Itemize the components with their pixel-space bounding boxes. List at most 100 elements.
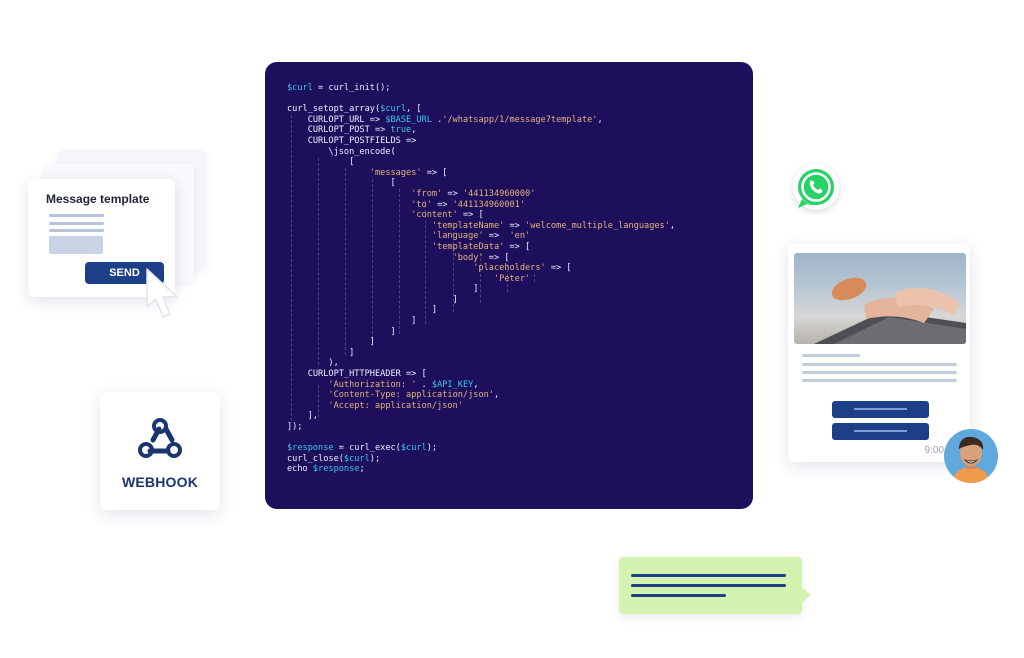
code-token: => [	[457, 210, 484, 221]
code-token: =>	[442, 188, 463, 199]
code-token: CURLOPT_HTTPHEADER => [	[287, 369, 427, 380]
code-token	[287, 253, 453, 263]
code-token: echo	[287, 464, 313, 475]
avatar-illustration	[952, 436, 990, 483]
code-line: 'content' => [	[287, 210, 675, 221]
code-line: CURLOPT_POSTFIELDS =>	[287, 136, 675, 147]
code-token: 'from'	[411, 188, 443, 199]
code-line: ]	[287, 348, 675, 359]
indent-guide	[345, 168, 346, 355]
user-avatar	[944, 429, 998, 483]
code-line: curl_close($curl);	[287, 454, 675, 465]
code-token: ,	[493, 390, 500, 401]
green-message-bubble	[619, 557, 811, 614]
code-token	[287, 189, 411, 199]
code-token: ]	[287, 337, 375, 348]
chat-text-line	[802, 363, 957, 366]
code-token: '441134960001'	[452, 199, 526, 210]
indent-guide	[372, 179, 373, 344]
code-token: ],	[287, 411, 319, 422]
chat-text-line	[802, 379, 957, 382]
bubble-text-line	[631, 574, 786, 577]
code-token: [	[287, 157, 355, 168]
code-token: ]	[287, 284, 479, 295]
webhook-label: WEBHOOK	[121, 474, 199, 490]
code-token	[287, 168, 370, 178]
code-line: 'Authorization: ' . $API_KEY,	[287, 380, 675, 391]
code-line: ],	[287, 411, 675, 422]
code-token: $API_KEY	[431, 379, 474, 390]
code-token: 'Peter'	[493, 273, 531, 284]
webhook-card: WEBHOOK	[100, 392, 220, 510]
code-token: 'placeholders'	[473, 263, 546, 274]
whatsapp-icon	[793, 164, 839, 210]
code-token: );	[426, 443, 438, 454]
send-button[interactable]: SEND	[85, 262, 164, 284]
code-token: ]	[287, 347, 355, 358]
code-token: = curl_init();	[312, 83, 391, 93]
template-line	[49, 229, 104, 232]
code-line: CURLOPT_POST => true,	[287, 125, 675, 136]
code-token: $curl	[400, 443, 427, 454]
chat-action-button[interactable]	[832, 423, 929, 440]
code-token	[287, 263, 473, 273]
code-token: => [	[483, 252, 510, 263]
code-line: 'Content-Type: application/json',	[287, 390, 675, 401]
code-token: = curl_exec(	[333, 443, 401, 454]
code-token: 'body'	[452, 252, 484, 263]
code-line: \json_encode(	[287, 147, 675, 158]
bubble-text-line	[631, 584, 786, 587]
code-token: ;	[359, 464, 365, 475]
chat-text-line	[802, 371, 957, 374]
code-token: $curl	[287, 83, 313, 93]
indent-guide	[399, 189, 400, 334]
code-token: 'language'	[431, 231, 484, 242]
code-token: $curl	[343, 453, 370, 464]
code-token: CURLOPT_URL =>	[287, 114, 386, 125]
code-token: );	[369, 453, 381, 464]
code-line: ),	[287, 358, 675, 369]
code-token: .	[416, 379, 432, 390]
code-line: CURLOPT_HTTPHEADER => [	[287, 369, 675, 380]
code-line: $curl = curl_init();	[287, 83, 675, 94]
indent-guide	[318, 158, 319, 365]
code-token	[287, 210, 411, 220]
code-token: 'templateData'	[431, 241, 505, 252]
code-token	[287, 200, 411, 210]
code-token: true	[390, 125, 412, 136]
code-block: $curl = curl_init();curl_setopt_array($c…	[287, 83, 675, 475]
cursor-arrow-icon	[146, 268, 178, 318]
code-token: 'Accept: application/json'	[328, 400, 463, 411]
code-line: 'body' => [	[287, 253, 675, 264]
template-title: Message template	[46, 192, 150, 206]
laptop-photo	[794, 253, 966, 344]
code-line: $response = curl_exec($curl);	[287, 443, 675, 454]
code-token: 'to'	[411, 199, 432, 210]
code-line: ]	[287, 295, 675, 306]
code-token	[287, 401, 328, 411]
code-token: ),	[287, 358, 339, 369]
code-token	[287, 221, 432, 231]
code-line: echo $response;	[287, 464, 675, 475]
code-token: CURLOPT_POSTFIELDS =>	[287, 135, 417, 146]
code-line: 'language' => 'en'	[287, 231, 675, 242]
code-panel: $curl = curl_init();curl_setopt_array($c…	[265, 62, 753, 509]
code-line: ]	[287, 337, 675, 348]
code-token: ]);	[287, 422, 303, 432]
code-token: ]	[287, 326, 396, 337]
code-line: 'to' => '441134960001'	[287, 200, 675, 211]
code-token: ]	[287, 316, 417, 327]
code-token	[287, 390, 328, 400]
code-token: ]	[287, 305, 438, 316]
code-token: =>	[483, 231, 510, 242]
code-token: ,	[597, 114, 603, 125]
chat-message-card: 9:00	[788, 244, 970, 462]
chat-action-button[interactable]	[832, 401, 929, 418]
message-timestamp: 9:00	[924, 445, 944, 456]
code-line: CURLOPT_URL => $BASE_URL .'/whatsapp/1/m…	[287, 115, 675, 126]
code-token: CURLOPT_POST =>	[287, 125, 391, 136]
code-token: '441134960000'	[462, 188, 536, 199]
code-token: ,	[669, 220, 676, 231]
code-token: 'messages'	[369, 167, 422, 178]
code-token: curl_close(	[287, 453, 344, 464]
